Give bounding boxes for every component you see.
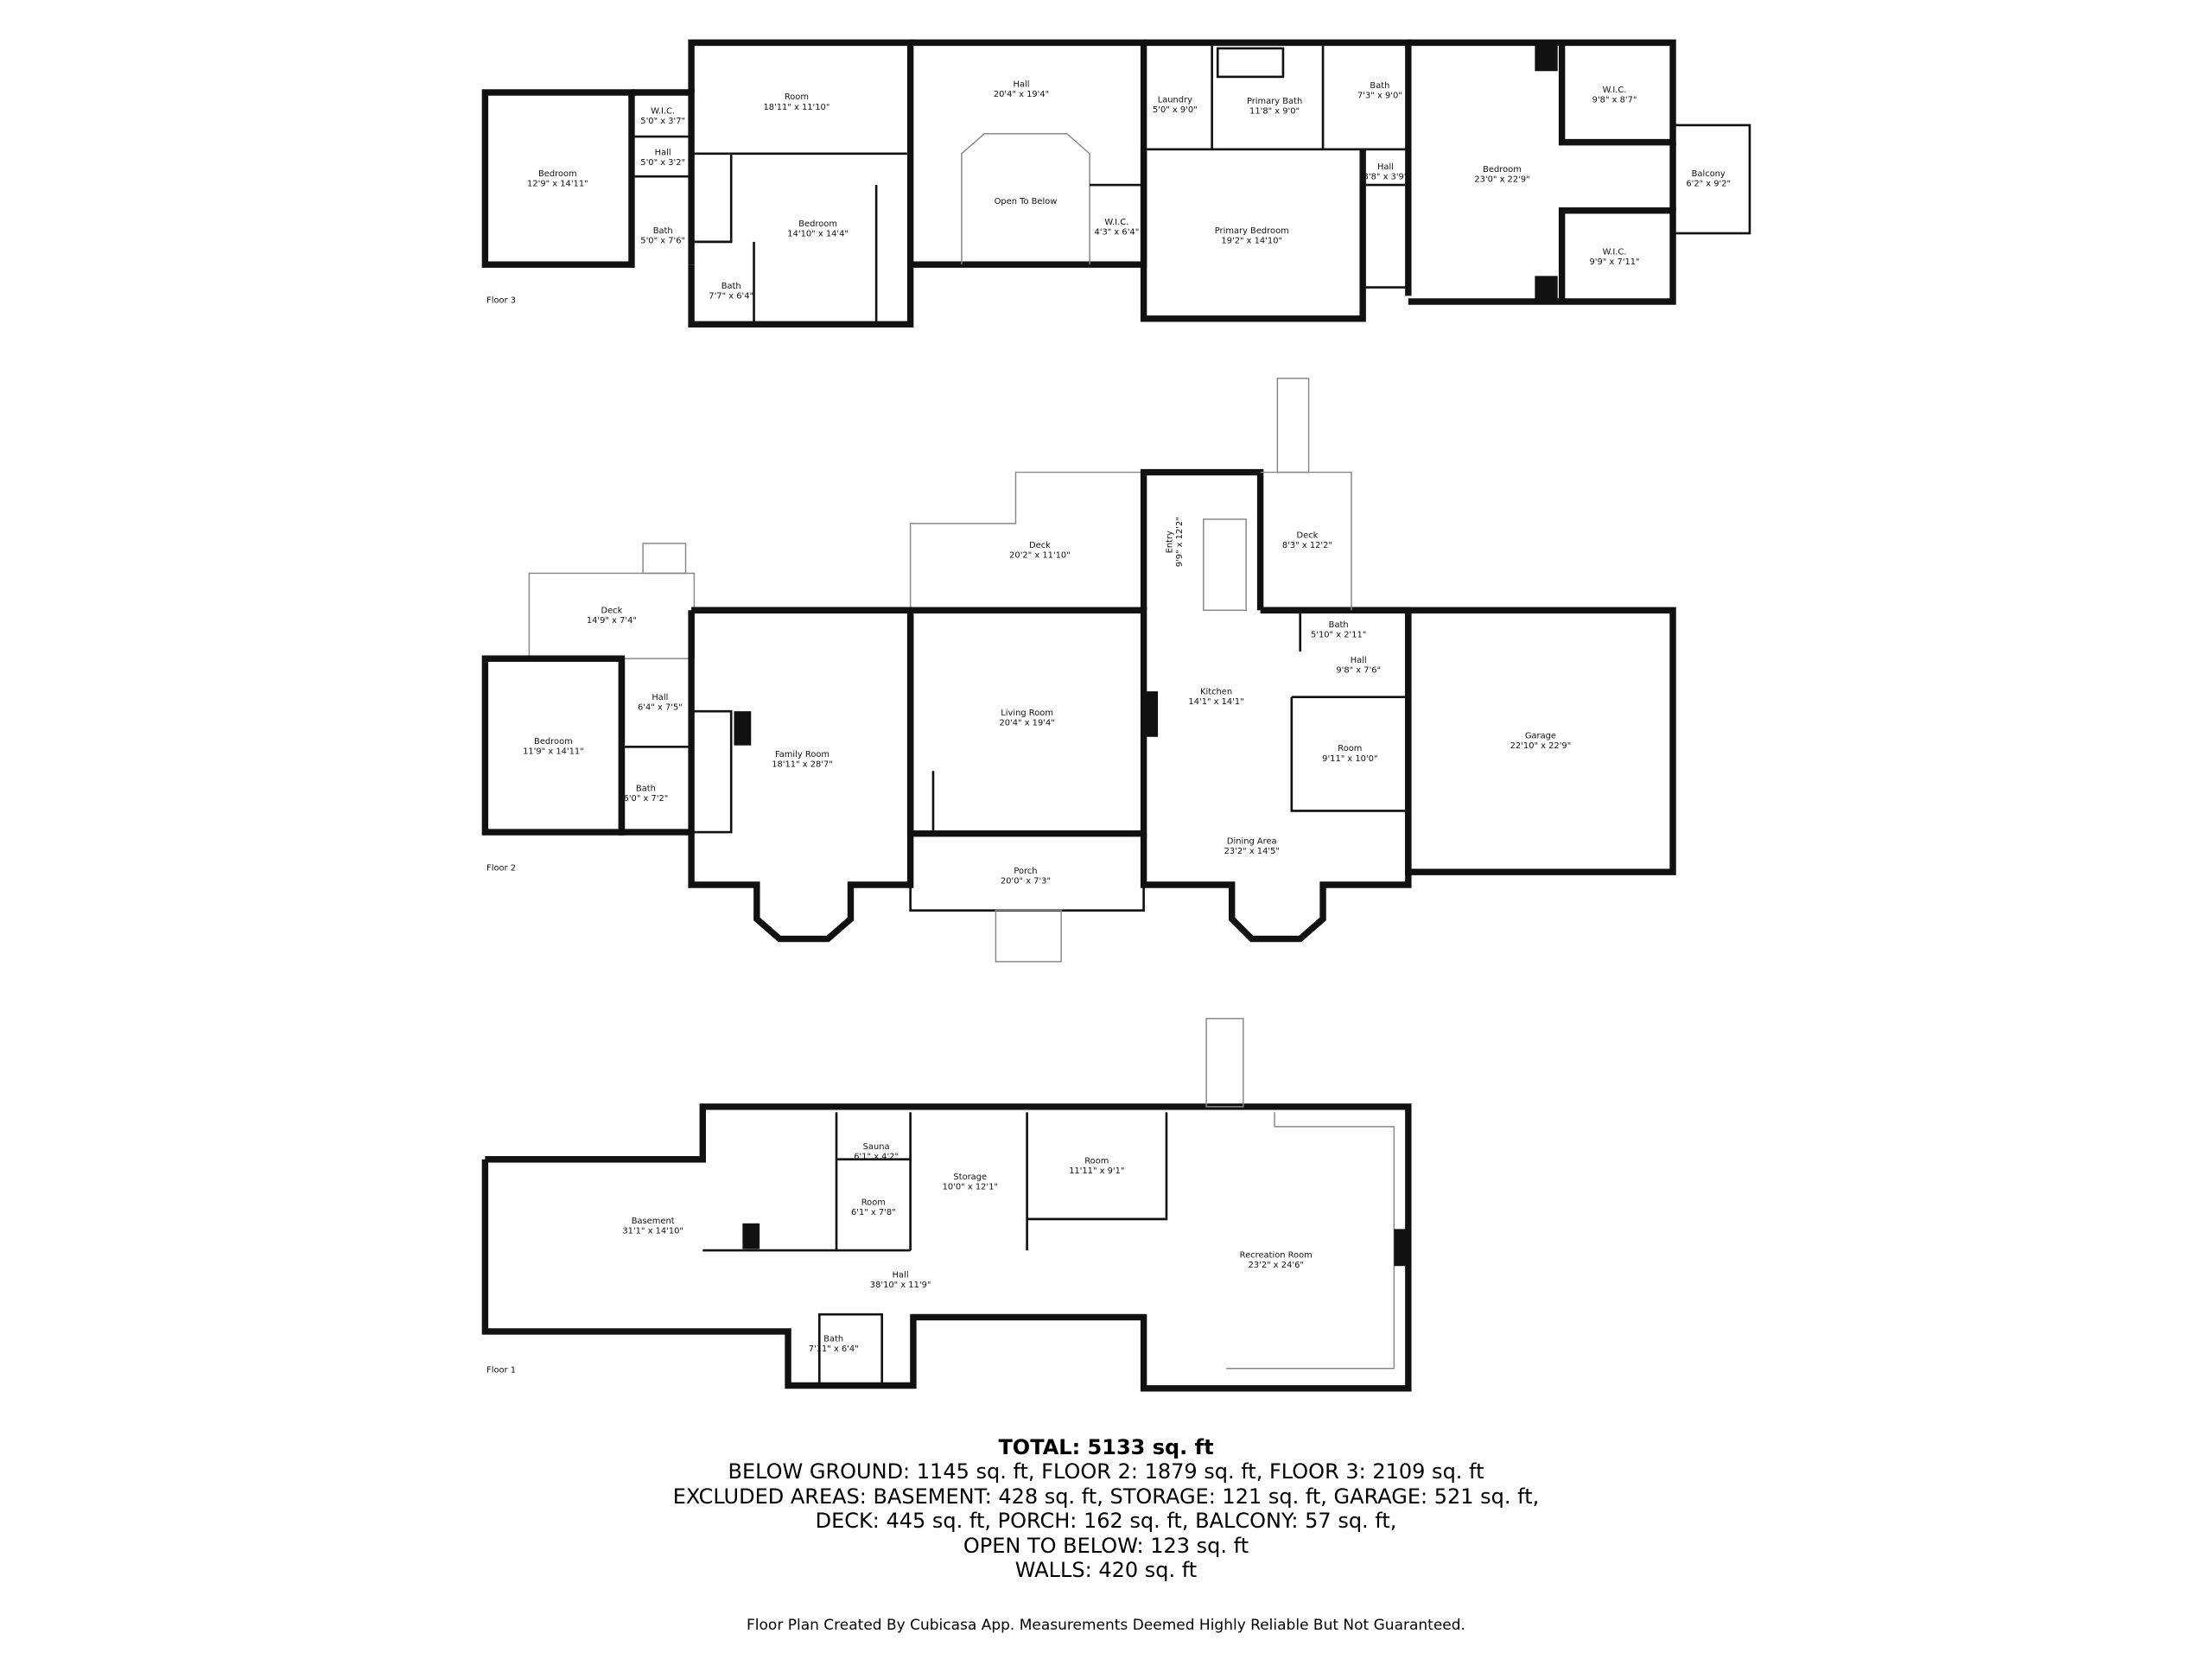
room-label: W.I.C.9'8" x 8'7" bbox=[1592, 85, 1637, 105]
room-label: W.I.C.9'9" x 7'11" bbox=[1589, 247, 1640, 268]
floor-2-outline bbox=[481, 378, 1676, 963]
total-area: TOTAL: 5133 sq. ft bbox=[998, 1435, 1214, 1459]
area-line: EXCLUDED AREAS: BASEMENT: 428 sq. ft, ST… bbox=[672, 1484, 1540, 1509]
floor-3-label: Floor 3 bbox=[486, 296, 517, 306]
area-line: BELOW GROUND: 1145 sq. ft, FLOOR 2: 1879… bbox=[728, 1459, 1484, 1484]
floor-1-outline bbox=[481, 1018, 1412, 1392]
area-summary: TOTAL: 5133 sq. ft BELOW GROUND: 1145 sq… bbox=[0, 1435, 2212, 1583]
room-label: W.I.C.5'0" x 3'7" bbox=[640, 106, 686, 127]
room-label: W.I.C.4'3" x 6'4" bbox=[1094, 217, 1140, 238]
floor-3-outline bbox=[481, 39, 1751, 328]
area-line: OPEN TO BELOW: 123 sq. ft bbox=[963, 1533, 1249, 1558]
credit-note: Floor Plan Created By Cubicasa App. Meas… bbox=[747, 1617, 1465, 1634]
area-line: DECK: 445 sq. ft, PORCH: 162 sq. ft, BAL… bbox=[815, 1509, 1397, 1533]
floor-2-label: Floor 2 bbox=[486, 863, 517, 874]
floor-1-label: Floor 1 bbox=[486, 1365, 517, 1376]
area-line: WALLS: 420 sq. ft bbox=[1014, 1558, 1198, 1582]
room-label: Open To Below bbox=[994, 197, 1058, 207]
